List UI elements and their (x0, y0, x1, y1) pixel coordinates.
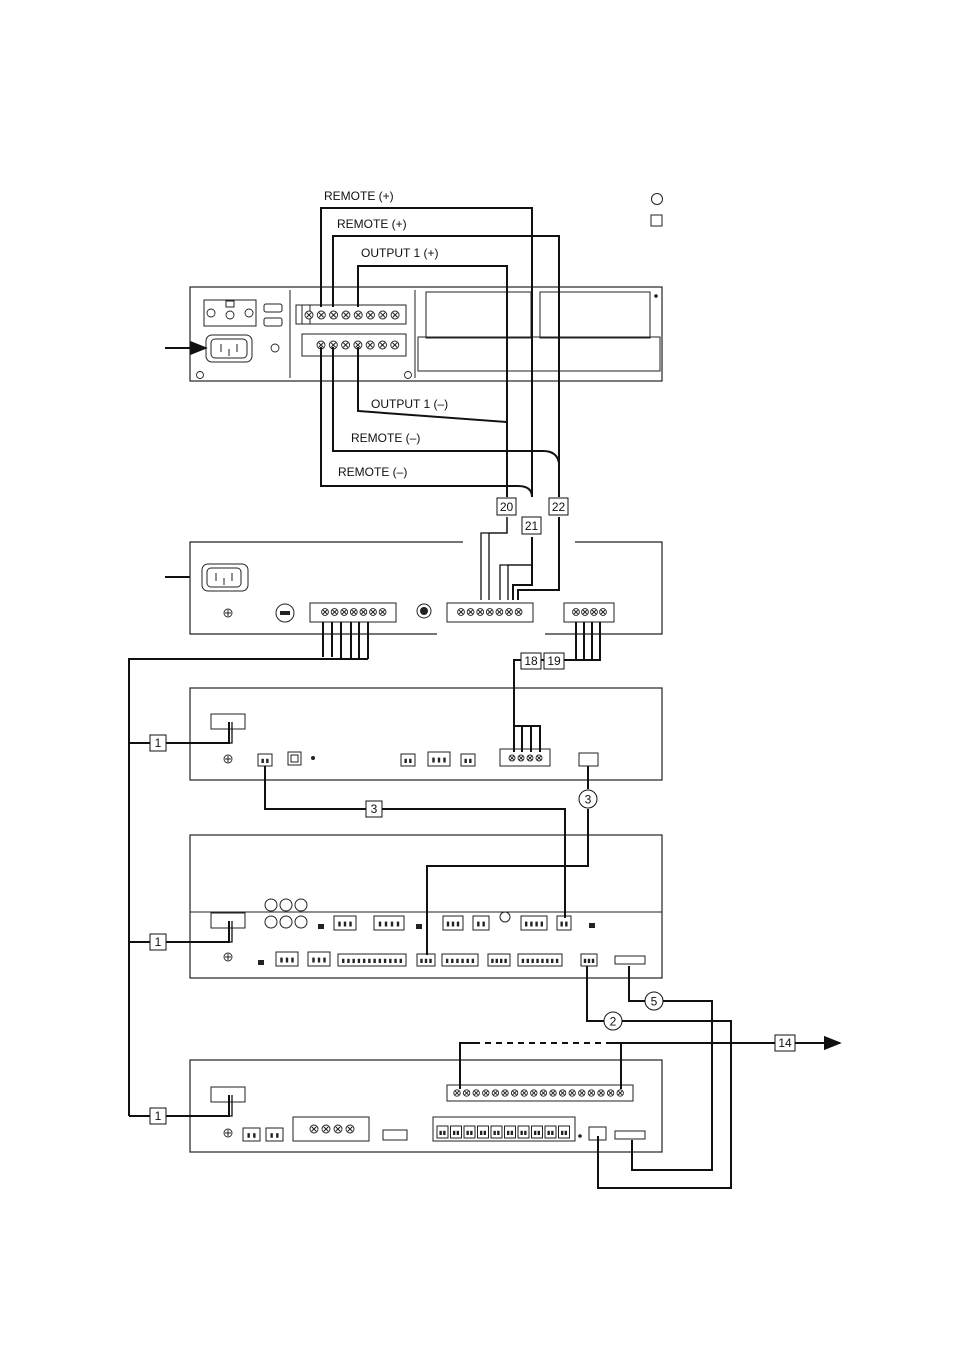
label-remote-plus-outer: REMOTE (+) (324, 189, 394, 203)
circle-callout-2: 2 (604, 1012, 622, 1030)
callout-1-unit3-text: 1 (155, 736, 162, 750)
connector (557, 916, 571, 930)
callout-14-text: 14 (778, 1036, 792, 1050)
label-remote-plus-inner: REMOTE (+) (337, 217, 407, 231)
connector (243, 1128, 260, 1141)
callout-1-unit5-text: 1 (155, 1109, 162, 1123)
callout-20: 20 (497, 498, 516, 515)
connector (473, 916, 489, 930)
callout-22: 22 (549, 498, 568, 515)
callout-18: 18 (521, 653, 541, 669)
callout-18-text: 18 (524, 654, 538, 668)
connector (374, 916, 404, 930)
connector (521, 916, 547, 930)
callout-3-square-text: 3 (371, 802, 378, 816)
label-output1-plus: OUTPUT 1 (+) (361, 246, 438, 260)
legend-square-symbol (651, 215, 662, 226)
circle-callout-3: 3 (579, 790, 597, 808)
device-unit-5 (190, 1060, 662, 1152)
connector (559, 1126, 570, 1138)
connector (451, 1126, 462, 1138)
device-power-supply (190, 542, 662, 634)
label-output1-minus: OUTPUT 1 (–) (371, 397, 448, 411)
circle-callout-5: 5 (645, 992, 663, 1010)
callout-1-unit5: 1 (150, 1108, 166, 1124)
callout-22-text: 22 (552, 500, 566, 514)
callout-20-text: 20 (500, 500, 514, 514)
callout-19: 19 (544, 653, 564, 669)
callout-3-square: 3 (366, 801, 382, 817)
connector (461, 754, 475, 766)
connector (478, 1126, 489, 1138)
circle-callout-5-text: 5 (651, 995, 658, 1009)
connector (258, 754, 272, 766)
connector (532, 1126, 543, 1138)
connector (505, 1126, 516, 1138)
device-amplifier-top (190, 287, 662, 381)
callout-21-text: 21 (525, 519, 539, 533)
device-unit-3 (190, 688, 662, 780)
callout-19-text: 19 (547, 654, 561, 668)
connector (615, 956, 645, 964)
connector (266, 1128, 283, 1141)
callout-1-unit4: 1 (150, 934, 166, 950)
connector (518, 1126, 529, 1138)
callout-1-unit3: 1 (150, 735, 166, 751)
legend (651, 194, 663, 227)
label-remote-minus-inner: REMOTE (–) (351, 431, 420, 445)
callout-21: 21 (522, 517, 541, 534)
connector (464, 1126, 475, 1138)
connector (491, 1126, 502, 1138)
circle-callout-2-text: 2 (610, 1015, 617, 1029)
callout-14: 14 (775, 1035, 795, 1051)
device-power-supply-panel (190, 542, 662, 634)
connector (401, 754, 415, 766)
legend-circle-symbol (652, 194, 663, 205)
connector (437, 1126, 448, 1138)
circle-callout-3-text: 3 (585, 793, 592, 807)
callout-1-unit4-text: 1 (155, 935, 162, 949)
label-remote-minus-outer: REMOTE (–) (338, 465, 407, 479)
connector (545, 1126, 556, 1138)
connector (518, 954, 562, 966)
